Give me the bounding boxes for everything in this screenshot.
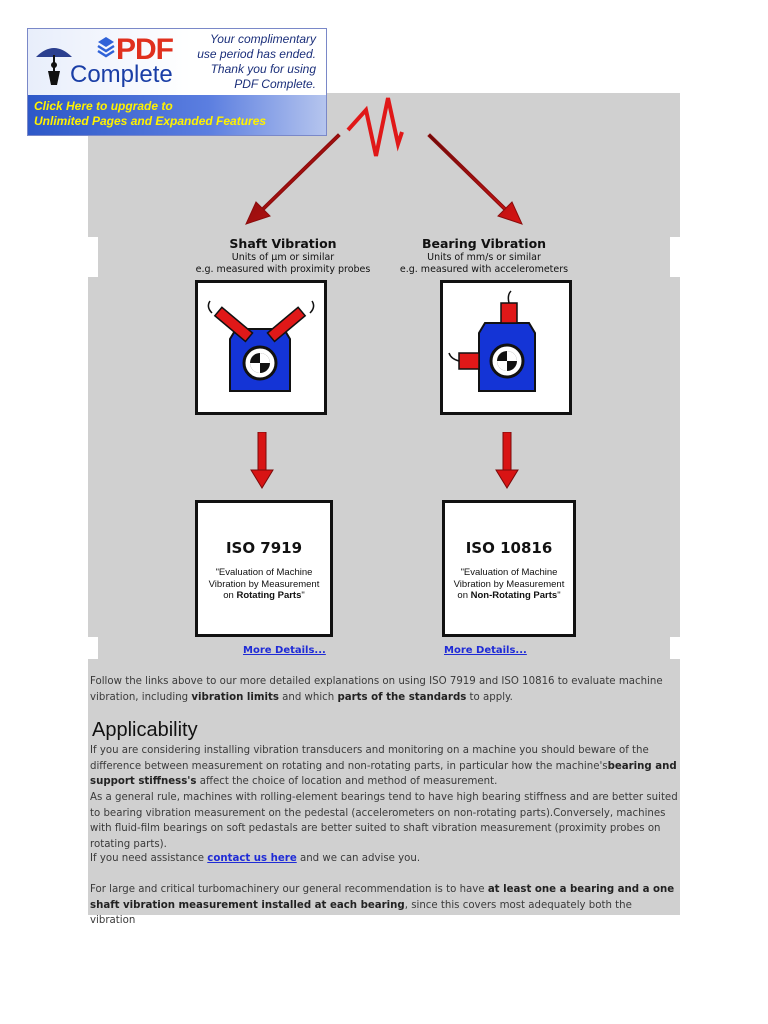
iso-7919-panel: ISO 7919 "Evaluation of Machine Vibratio… bbox=[195, 500, 333, 637]
iso-7919-title: ISO 7919 bbox=[198, 539, 330, 557]
iso-desc-line: on Non-Rotating Parts" bbox=[445, 590, 573, 602]
iso-10816-description: "Evaluation of Machine Vibration by Meas… bbox=[445, 567, 573, 602]
iso-desc-bold: Rotating Parts bbox=[236, 590, 301, 601]
vibration-limits-text: vibration limits bbox=[191, 692, 279, 703]
applicability-paragraph-4: For large and critical turbomachinery ou… bbox=[90, 882, 680, 929]
background-notch bbox=[670, 237, 680, 277]
shaft-units-text: Units of µm or similar bbox=[173, 252, 393, 263]
background-notch bbox=[88, 637, 98, 659]
parts-of-standards-text: parts of the standards bbox=[337, 692, 466, 703]
paragraph-text: If you need assistance bbox=[90, 853, 207, 864]
banner-message-line: Your complimentary bbox=[176, 32, 316, 47]
lightning-bolt-icon bbox=[348, 98, 402, 156]
iso-desc-line: Vibration by Measurement bbox=[445, 579, 573, 591]
contact-us-link[interactable]: contact us here bbox=[207, 853, 296, 864]
banner-message: Your complimentary use period has ended.… bbox=[176, 32, 316, 92]
applicability-paragraph-2: As a general rule, machines with rolling… bbox=[90, 790, 680, 852]
shaft-vibration-heading: Shaft Vibration bbox=[183, 236, 383, 251]
iso-desc-prefix: on bbox=[223, 590, 236, 601]
paragraph-text: For large and critical turbomachinery ou… bbox=[90, 884, 488, 895]
proximity-probes-icon bbox=[198, 283, 324, 412]
iso-desc-line: Vibration by Measurement bbox=[198, 579, 330, 591]
applicability-heading: Applicability bbox=[92, 719, 198, 742]
iso-desc-prefix: on bbox=[457, 590, 470, 601]
accelerometers-icon bbox=[443, 283, 569, 412]
bearing-vibration-image bbox=[440, 280, 572, 415]
bearing-units-text: Units of mm/s or similar bbox=[374, 252, 594, 263]
paragraph-text: and we can advise you. bbox=[297, 853, 420, 864]
iso-10816-title: ISO 10816 bbox=[445, 539, 573, 557]
iso-desc-suffix: " bbox=[301, 590, 304, 601]
iso-desc-bold: Non-Rotating Parts bbox=[471, 590, 558, 601]
applicability-paragraph-1: If you are considering installing vibrat… bbox=[90, 743, 680, 790]
iso-10816-panel: ISO 10816 "Evaluation of Machine Vibrati… bbox=[442, 500, 576, 637]
iso-desc-line: "Evaluation of Machine bbox=[445, 567, 573, 579]
shaft-example-text: e.g. measured with proximity probes bbox=[173, 264, 393, 275]
iso-desc-suffix: " bbox=[557, 590, 560, 601]
paragraph-text: affect the choice of location and method… bbox=[197, 776, 498, 787]
bearing-example-text: e.g. measured with accelerometers bbox=[374, 264, 594, 275]
background-notch bbox=[670, 637, 680, 659]
paragraph-text: If you are considering installing vibrat… bbox=[90, 745, 649, 772]
background-notch bbox=[88, 237, 98, 277]
intro-paragraph: Follow the links above to our more detai… bbox=[90, 674, 680, 705]
banner-message-line: Thank you for using bbox=[176, 62, 316, 77]
arrow-down-icon bbox=[495, 432, 519, 490]
iso-10816-more-details-link[interactable]: More Details... bbox=[444, 645, 527, 656]
banner-message-line: PDF Complete. bbox=[176, 77, 316, 92]
iso-7919-more-details-link[interactable]: More Details... bbox=[243, 645, 326, 656]
arrow-down-icon bbox=[250, 432, 274, 490]
shaft-vibration-image bbox=[195, 280, 327, 415]
layers-icon bbox=[96, 35, 116, 59]
iso-desc-line: on Rotating Parts" bbox=[198, 590, 330, 602]
intro-text: to apply. bbox=[466, 692, 513, 703]
banner-top-area: PDF Complete Your complimentary use peri… bbox=[28, 29, 327, 95]
iso-7919-description: "Evaluation of Machine Vibration by Meas… bbox=[198, 567, 330, 602]
intro-text: and which bbox=[279, 692, 338, 703]
banner-logo-complete: Complete bbox=[70, 61, 173, 89]
bearing-vibration-heading: Bearing Vibration bbox=[384, 236, 584, 251]
applicability-paragraph-3: If you need assistance contact us here a… bbox=[90, 851, 680, 867]
banner-message-line: use period has ended. bbox=[176, 47, 316, 62]
iso-desc-line: "Evaluation of Machine bbox=[198, 567, 330, 579]
arrow-down-right-icon bbox=[428, 134, 522, 224]
vibration-arrows-graphic bbox=[230, 92, 530, 232]
arrow-down-left-icon bbox=[246, 134, 340, 224]
